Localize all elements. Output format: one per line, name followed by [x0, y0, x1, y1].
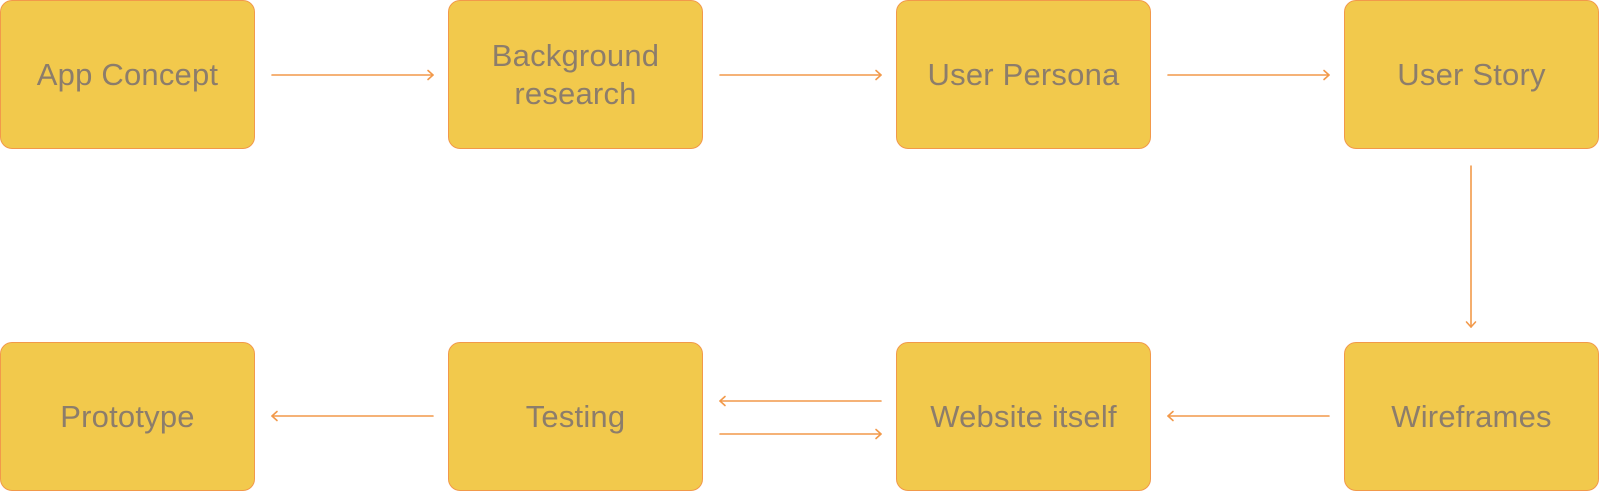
arrow-app-concept-to-background-research [271, 69, 434, 81]
node-app-concept: App Concept [0, 0, 255, 149]
arrow-user-persona-to-user-story [1167, 69, 1330, 81]
arrow-website-itself-to-testing [719, 395, 882, 407]
node-user-persona: User Persona [896, 0, 1151, 149]
node-user-story: User Story [1344, 0, 1599, 149]
arrow-user-story-to-wireframes [1465, 165, 1477, 328]
arrow-testing-to-prototype [271, 410, 434, 422]
node-testing: Testing [448, 342, 703, 491]
arrow-testing-to-website-itself [719, 428, 882, 440]
node-wireframes: Wireframes [1344, 342, 1599, 491]
node-website-itself: Website itself [896, 342, 1151, 491]
node-background-research: Background research [448, 0, 703, 149]
arrow-background-research-to-user-persona [719, 69, 882, 81]
node-prototype: Prototype [0, 342, 255, 491]
arrow-wireframes-to-website-itself [1167, 410, 1330, 422]
